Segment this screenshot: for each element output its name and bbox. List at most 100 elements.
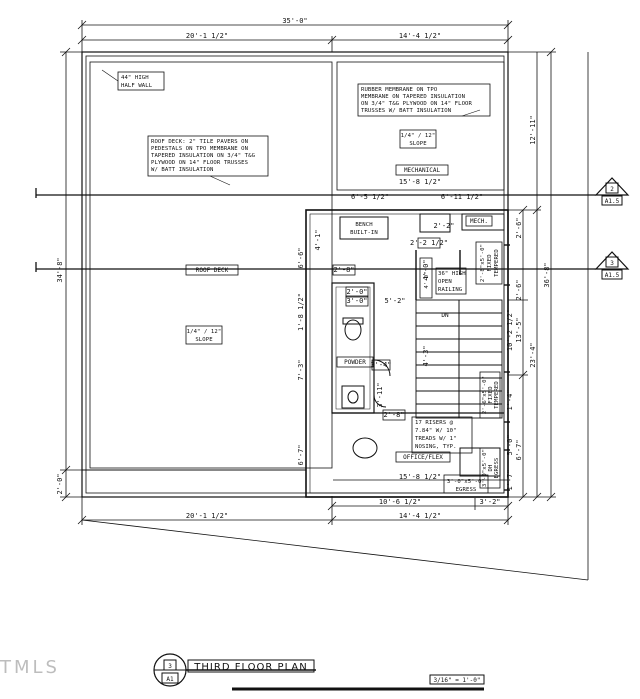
room-label-roof-deck: ROOF DECK: [196, 267, 229, 274]
svg-text:PEDESTALS ON TPO MEMBRANE ON: PEDESTALS ON TPO MEMBRANE ON: [151, 146, 248, 152]
svg-text:TREADS W/ 1": TREADS W/ 1": [415, 436, 457, 442]
room-label-office: OFFICE/FLEX: [403, 454, 443, 461]
svg-text:SLOPE: SLOPE: [195, 337, 213, 343]
dim-interior-left1: 6'-6": [297, 247, 305, 268]
svg-text:17 RISERS @: 17 RISERS @: [415, 420, 454, 426]
section-cut-lines: [35, 188, 596, 272]
dim-left-bottom: 2'-0": [56, 473, 64, 494]
dim-bath-w1: 2'-8": [333, 266, 354, 274]
dim-right-small2: 1'-4": [506, 389, 514, 410]
svg-text:1/4" / 12": 1/4" / 12": [187, 329, 222, 335]
svg-text:1/4" / 12": 1/4" / 12": [401, 133, 436, 139]
railing-note: 36" HIGH OPEN RAILING: [438, 271, 466, 293]
svg-text:SLOPE: SLOPE: [409, 141, 427, 147]
dim-bath-w4: 5'-2": [384, 297, 405, 305]
svg-text:TRUSSES W/ BATT INSULATION: TRUSSES W/ BATT INSULATION: [361, 108, 451, 114]
room-label-powder: POWDER: [344, 359, 366, 366]
dim-stair-h2: 4'-0": [422, 259, 430, 280]
section-marker-3: [594, 251, 630, 280]
section-3-sheet: A1.5: [605, 272, 620, 279]
svg-text:FIXED: FIXED: [488, 386, 494, 404]
dim-bottom-inner: 10'-6 1/2": [379, 498, 421, 506]
title-block: [153, 653, 485, 691]
svg-text:ROOF DECK: 2" TILE PAVERS ON: ROOF DECK: 2" TILE PAVERS ON: [151, 139, 248, 145]
dim-right-top: 12'-11": [529, 115, 537, 145]
bench-note: BENCH BUILT-IN: [350, 222, 378, 236]
svg-text:TEMPERED: TEMPERED: [494, 381, 500, 409]
leader-lines: [101, 69, 481, 186]
dim-mech-left: 6'-5 1/2": [351, 193, 389, 201]
svg-text:NOSING, TYP.: NOSING, TYP.: [415, 444, 457, 450]
dim-right-lower: 6'-7": [515, 439, 523, 460]
dim-bath-h2: 3'-11": [376, 382, 384, 407]
left-dimension-lines: [60, 47, 84, 502]
dim-bath-w2: 2'-0": [346, 288, 367, 296]
room-label-mech: MECH.: [470, 218, 488, 225]
svg-text:TEMPERED: TEMPERED: [494, 249, 500, 277]
dim-overall-top: 35'-0": [282, 17, 307, 25]
top-dimension-lines: [77, 20, 513, 52]
dim-right-stair2: 10'-2 1/2": [506, 309, 514, 351]
svg-text:MEMBRANE ON TAPERED INSULATION: MEMBRANE ON TAPERED INSULATION: [361, 94, 465, 100]
svg-text:3'-0"x5'-0": 3'-0"x5'-0": [482, 449, 488, 487]
dim-interior-left4: 6'-7": [297, 444, 305, 465]
dim-office-width: 15'-8 1/2": [399, 473, 441, 481]
svg-text:EGRESS: EGRESS: [456, 487, 477, 493]
dim-right-stair: 13'-5": [515, 317, 523, 342]
room-label-mechanical: MECHANICAL: [404, 167, 441, 174]
dim-right-small1: 2'-6": [515, 217, 523, 238]
svg-text:PLYWOOD ON 14" FLOOR TRUSSES: PLYWOOD ON 14" FLOOR TRUSSES: [151, 160, 248, 166]
section-3-number: 3: [610, 260, 614, 267]
roof-deck-note: ROOF DECK: 2" TILE PAVERS ON PEDESTALS O…: [151, 139, 256, 173]
window-label-railing-side: 4'-0": [424, 271, 430, 288]
window-label-2: 2'-6"x5'-0" FIXED TEMPERED: [482, 376, 500, 414]
slope-left-note: 1/4" / 12" SLOPE: [187, 329, 222, 343]
window-label-3: 3'-0"x5'-0" DH EGRESS: [482, 449, 500, 487]
stair-note: 17 RISERS @ 7.84" W/ 10" TREADS W/ 1" NO…: [415, 420, 457, 450]
drawing-title: THIRD FLOOR PLAN: [193, 662, 307, 673]
dim-interior-left5: 4'-1": [314, 229, 322, 250]
dim-right-lower2: 5'-0": [506, 434, 514, 455]
svg-text:36" HIGH: 36" HIGH: [438, 271, 466, 277]
stair-down-label: DN: [441, 312, 449, 319]
dim-top-right: 14'-4 1/2": [399, 32, 441, 40]
watermark: TMLS: [0, 657, 60, 678]
dim-bath-w5: 2'-8": [383, 411, 404, 419]
dim-small-2-6: 2'-6": [515, 279, 523, 300]
drawing-scale: 3/16" = 1'-0": [434, 677, 481, 684]
dim-interior-left2: 1'-8 1/2": [297, 293, 305, 331]
dim-right-small3: 1'-7": [506, 469, 514, 490]
dim-bottom-right: 14'-4 1/2": [399, 512, 441, 520]
section-2-number: 2: [610, 186, 614, 193]
window-label-4: 3'-0"x5'-0" EGRESS: [447, 479, 485, 493]
svg-text:OPEN: OPEN: [438, 279, 452, 285]
dim-bottom-small: 3'-2": [479, 498, 500, 506]
exterior-walls: [81, 51, 509, 498]
right-dimension-lines: [508, 47, 556, 502]
svg-text:44" HIGH: 44" HIGH: [121, 75, 149, 81]
site-lines: [81, 52, 589, 581]
svg-text:RAILING: RAILING: [438, 287, 463, 293]
svg-text:TAPERED INSULATION ON 3/4" T&G: TAPERED INSULATION ON 3/4" T&G: [151, 153, 256, 159]
note-boxes: [117, 71, 503, 494]
svg-text:RUBBER MEMBRANE ON TPO: RUBBER MEMBRANE ON TPO: [361, 87, 438, 93]
svg-text:4'-0": 4'-0": [424, 271, 430, 288]
section-marker-2: [594, 177, 630, 206]
dim-right-overall: 36'-8": [543, 262, 551, 287]
svg-text:3'-0"x5'-0": 3'-0"x5'-0": [447, 479, 485, 485]
dim-bath-h1: 3'-4": [370, 361, 391, 369]
svg-text:2'-8"x5'-0": 2'-8"x5'-0": [480, 244, 486, 282]
dim-mech-width: 15'-8 1/2": [399, 178, 441, 186]
title-sheet-ref: A1: [166, 676, 174, 683]
dim-interior-left3: 7'-3": [297, 359, 305, 380]
dim-left-overall: 34'-8": [56, 257, 64, 282]
section-2-sheet: A1.5: [605, 198, 620, 205]
slope-top-note: 1/4" / 12" SLOPE: [401, 133, 436, 147]
title-sheet-number: 3: [168, 663, 172, 670]
dim-mech-right: 6'-11 1/2": [441, 193, 483, 201]
svg-text:FIXED: FIXED: [487, 254, 493, 272]
svg-text:HALF WALL: HALF WALL: [121, 83, 153, 89]
svg-text:2'-6"x5'-0": 2'-6"x5'-0": [482, 376, 488, 414]
svg-text:DH: DH: [488, 465, 494, 472]
